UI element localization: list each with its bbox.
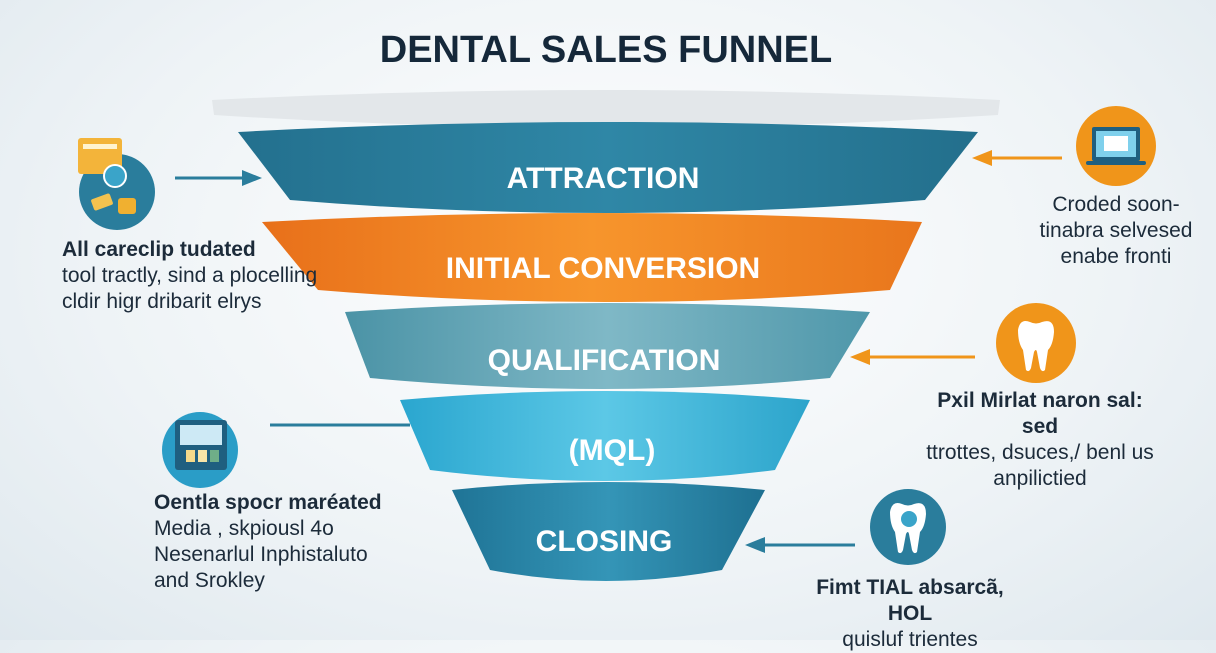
note-line: enabe fronti bbox=[1060, 245, 1172, 268]
funnel-stage-closing[interactable]: CLOSING bbox=[452, 482, 765, 581]
note-line: tinabra selvesed bbox=[1039, 219, 1193, 242]
stage-label: CLOSING bbox=[536, 525, 673, 558]
tooth-shield-icon bbox=[870, 489, 946, 565]
funnel-top-rim bbox=[212, 90, 1000, 128]
laptop-icon bbox=[1076, 106, 1156, 186]
note-line: ttrottes, dsuces,/ benl us bbox=[926, 441, 1154, 464]
note-heading: All careclip tudated bbox=[62, 238, 256, 261]
note-line: cldir higr dribarit elrys bbox=[62, 290, 262, 313]
stage-label: (MQL) bbox=[569, 434, 656, 467]
note-line: Media , skpiousl 4o bbox=[154, 517, 334, 540]
note-line: Nesenarlul Inphistaluto bbox=[154, 543, 368, 566]
funnel-stage-mql[interactable]: (MQL) bbox=[400, 391, 810, 481]
arrow-right-bottom bbox=[745, 537, 855, 553]
stage-label: INITIAL CONVERSION bbox=[446, 252, 760, 285]
arrow-right-middle bbox=[850, 349, 975, 365]
tooth-icon bbox=[996, 303, 1076, 383]
calculator-money-icon bbox=[78, 138, 155, 230]
stage-label: QUALIFICATION bbox=[488, 344, 721, 377]
note-line: Croded soon- bbox=[1052, 193, 1180, 216]
note-heading: Fimt TIAL absarcã, HOL bbox=[816, 576, 1004, 625]
funnel-stage-qualification[interactable]: QUALIFICATION bbox=[345, 303, 870, 389]
funnel-title: DENTAL SALES FUNNEL bbox=[380, 29, 833, 71]
note-line: and Srokley bbox=[154, 569, 265, 592]
stage-label: ATTRACTION bbox=[507, 162, 700, 195]
note-line: quisluf trientes bbox=[842, 628, 978, 651]
note-right-middle: Pxil Mirlat naron sal: sed ttrottes, dsu… bbox=[920, 388, 1160, 492]
note-line: tool tractly, sind a plocelling bbox=[62, 264, 318, 287]
note-heading: Oentla spocr maréated bbox=[154, 491, 382, 514]
funnel-stage-attraction[interactable]: ATTRACTION bbox=[238, 122, 978, 213]
computer-monitor-icon bbox=[162, 412, 238, 488]
note-right-top: Croded soon- tinabra selvesed enabe fron… bbox=[1036, 192, 1196, 270]
note-left-bottom: Oentla spocr maréated Media , skpiousl 4… bbox=[154, 490, 382, 594]
funnel-stage-initial-conversion[interactable]: INITIAL CONVERSION bbox=[262, 213, 922, 302]
note-right-bottom: Fimt TIAL absarcã, HOL quisluf trientes bbox=[800, 575, 1020, 653]
note-left-top: All careclip tudated tool tractly, sind … bbox=[62, 237, 317, 315]
note-line: anpilictied bbox=[993, 467, 1087, 490]
arrow-right-top bbox=[972, 150, 1062, 166]
arrow-left-top bbox=[175, 170, 262, 186]
note-heading: Pxil Mirlat naron sal: sed bbox=[937, 389, 1143, 438]
